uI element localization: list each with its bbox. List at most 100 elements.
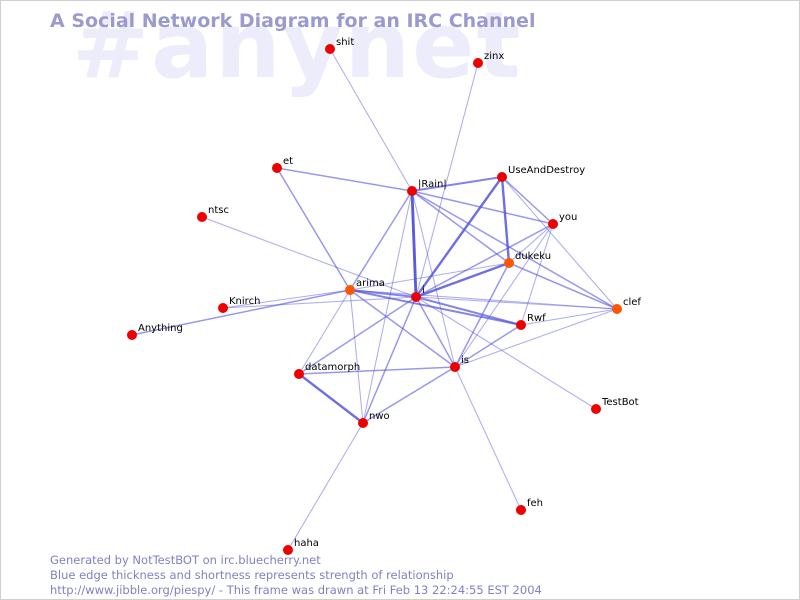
edge-i-clef [415,296,618,310]
edge-arima-nwo [349,289,364,424]
edge-rwf-is [454,324,522,368]
node-dot[interactable] [450,362,460,372]
edge-jrainj-is [411,190,456,368]
edge-jrainj-useanddestroy [411,176,503,192]
node-dot[interactable] [294,369,304,379]
node-dot[interactable] [218,303,228,313]
edge-nwo-is [362,366,456,424]
node-label: you [559,212,577,223]
node-label: zinx [484,51,504,62]
node-dot[interactable] [473,58,483,68]
edge-jrainj-nwo [362,190,413,424]
node-dot[interactable] [283,545,293,555]
node-dot[interactable] [272,163,282,173]
edge-arima-knirch [222,289,351,309]
edge-useanddestroy-you [501,176,554,225]
edge-arima-i [349,289,417,298]
node-rwf[interactable]: Rwf [516,313,546,330]
edge-ntsc-i [201,216,417,298]
edge-jrainj-arima [349,190,413,291]
footer-timestamp-link: http://www.jibble.org/piespy/ - This fra… [50,583,542,597]
node-jrainj[interactable]: |Rain| [407,179,447,196]
edge-i-knirch [222,296,417,309]
node-dukeku[interactable]: dukeku [504,251,551,268]
node-label: Knirch [229,296,260,307]
node-label: arima [356,278,385,289]
edge-arima-clef [349,289,618,310]
node-et[interactable]: et [272,156,293,173]
edge-you-is [454,223,554,368]
edge-i-is [415,296,456,368]
node-you[interactable]: you [548,212,577,229]
node-dot[interactable] [497,172,507,182]
node-zinx[interactable]: zinx [473,51,504,68]
node-dot[interactable] [548,219,558,229]
node-label: TestBot [601,397,639,408]
node-label: Rwf [527,313,546,324]
edge-datamorph-nwo [297,372,365,425]
node-haha[interactable]: haha [283,538,319,555]
edge-arima-rwf [349,289,522,326]
node-label: nwo [369,411,390,422]
edge-i-testbot [415,296,597,410]
node-label: UseAndDestroy [508,165,585,176]
edge-jrainj-you [411,190,554,225]
edge-i-datamorph [298,296,417,375]
node-dot[interactable] [411,292,421,302]
node-dot[interactable] [127,330,137,340]
edge-dukeku-i [414,261,511,299]
edge-arima-datamorph [298,289,351,375]
edge-datamorph-is [298,366,456,375]
node-ntsc[interactable]: ntsc [197,205,229,222]
node-dot[interactable] [516,505,526,515]
node-label: is [461,355,469,366]
node-shit[interactable]: shit [325,37,354,54]
node-label: haha [294,538,319,549]
edge-useanddestroy-clef [501,176,618,310]
edge-you-i [415,223,554,298]
node-dot[interactable] [325,44,335,54]
node-label: |Rain| [418,179,447,190]
edge-is-feh [454,366,522,511]
edge-useanddestroy-i [414,175,504,299]
node-i[interactable]: i [411,285,425,302]
node-feh[interactable]: feh [516,498,543,515]
node-knirch[interactable]: Knirch [218,296,260,313]
edge-arima-anything [131,289,351,336]
edge-clef-is [454,308,618,368]
node-dot[interactable] [407,186,417,196]
node-label: ntsc [208,205,229,216]
node-nwo[interactable]: nwo [358,411,390,428]
edge-i-zinx [415,62,479,298]
diagram-title: A Social Network Diagram for an IRC Chan… [50,10,536,32]
node-datamorph[interactable]: datamorph [294,362,360,379]
node-useanddestroy[interactable]: UseAndDestroy [497,165,585,182]
node-dot[interactable] [612,304,622,314]
node-label: datamorph [305,362,360,373]
node-label: shit [336,37,354,48]
node-anything[interactable]: Anything [127,323,183,340]
edge-nwo-haha [287,422,364,551]
edge-jrainj-i [410,189,418,299]
node-testbot[interactable]: TestBot [591,397,639,414]
node-arima[interactable]: arima [345,278,385,295]
node-dot[interactable] [504,258,514,268]
node-dot[interactable] [358,418,368,428]
edge-et-arima [276,167,351,291]
channel-watermark: #anynet [72,0,523,99]
node-dot[interactable] [591,404,601,414]
edge-you-dukeku [508,223,554,264]
edge-dukeku-clef [508,262,618,310]
node-dot[interactable] [197,212,207,222]
node-label: feh [527,498,543,509]
edge-i-rwf [415,296,522,326]
footer-legend-note: Blue edge thickness and shortness repres… [50,568,454,582]
node-clef[interactable]: clef [612,297,641,314]
node-label: Anything [138,323,183,334]
edge-et-jrainj [276,167,413,192]
node-dot[interactable] [345,285,355,295]
edge-dukeku-arima [349,262,510,291]
node-dot[interactable] [516,320,526,330]
node-is[interactable]: is [450,355,469,372]
